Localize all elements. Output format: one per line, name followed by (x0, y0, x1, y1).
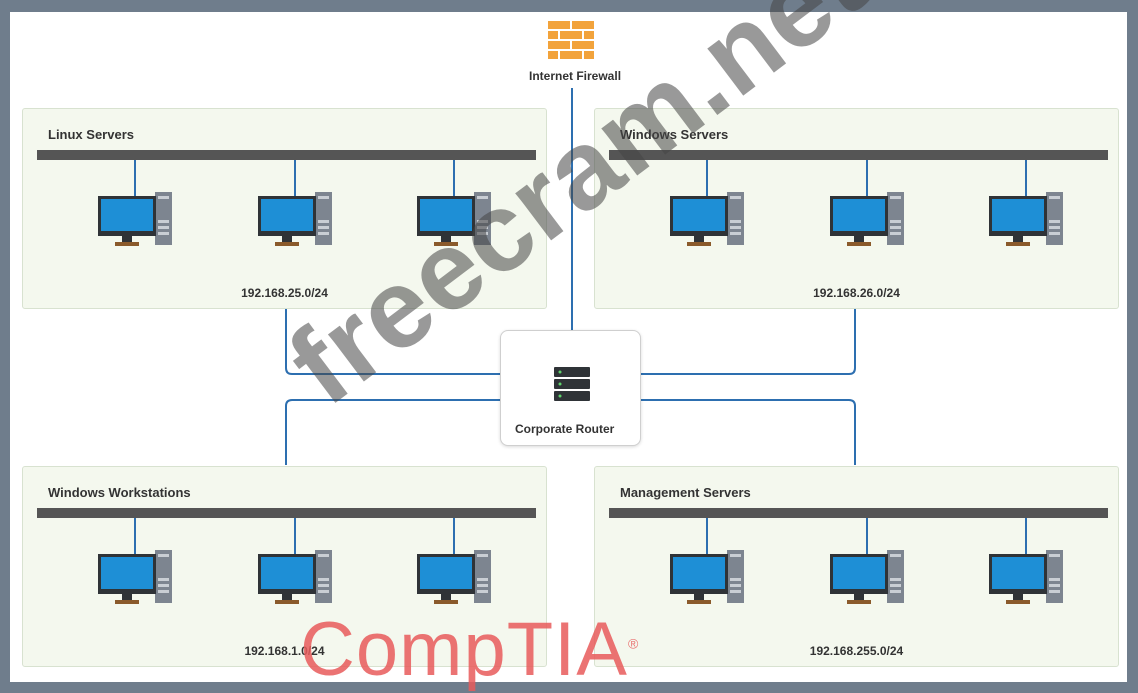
segment-title: Windows Servers (620, 127, 729, 142)
router-label: Corporate Router (515, 422, 615, 436)
subnet-label: 192.168.25.0/24 (241, 286, 328, 300)
computer-icon (414, 160, 494, 260)
computer-icon (667, 518, 747, 618)
network-bus (37, 150, 536, 160)
computer-icon (986, 160, 1066, 260)
segment-linux-servers: Linux Servers 192.168.25.0/24 (22, 108, 547, 309)
network-diagram: Internet Firewall Linux Servers 192.168.… (10, 0, 1127, 688)
firewall-icon (547, 20, 595, 60)
router-node: Corporate Router (500, 330, 641, 446)
segment-title: Linux Servers (48, 127, 134, 142)
subnet-label: 192.168.1.0/24 (244, 644, 325, 658)
computer-icon (255, 518, 335, 618)
computer-icon (255, 160, 335, 260)
linux-router-link (285, 309, 550, 374)
winserv-router-link (604, 309, 856, 374)
network-bus (609, 508, 1108, 518)
router-icon (554, 367, 590, 401)
computer-icon (414, 518, 494, 618)
computer-icon (95, 160, 175, 260)
computer-icon (986, 518, 1066, 618)
workstations-router-link (285, 400, 550, 465)
computer-icon (827, 518, 907, 618)
watermark-logo: CompTIA® (300, 607, 640, 692)
computer-icon (95, 518, 175, 618)
segment-windows-servers: Windows Servers 192.168.26.0/24 (594, 108, 1119, 309)
computer-icon (827, 160, 907, 260)
segment-title: Windows Workstations (48, 485, 191, 500)
computer-icon (667, 160, 747, 260)
connection-lines (285, 88, 856, 465)
mgmt-router-link (604, 400, 856, 465)
segment-title: Management Servers (620, 485, 751, 500)
subnet-label: 192.168.26.0/24 (813, 286, 900, 300)
firewall-label: Internet Firewall (529, 69, 622, 83)
segment-windows-workstations: Windows Workstations 192.168.1.0/24 (22, 466, 547, 667)
subnet-label: 192.168.255.0/24 (809, 644, 904, 658)
network-bus (609, 150, 1108, 160)
segment-management-servers: Management Servers 192.168.255.0/24 (594, 466, 1119, 667)
network-bus (37, 508, 536, 518)
